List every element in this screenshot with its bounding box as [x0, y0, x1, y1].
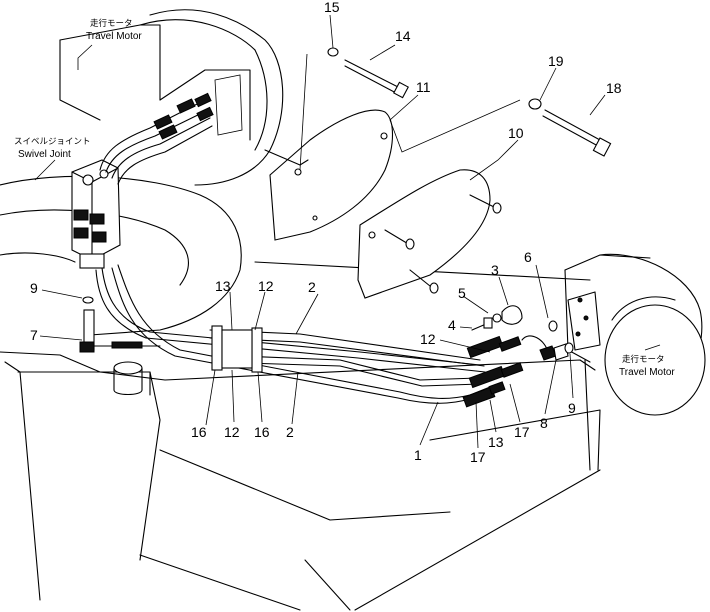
callout-5: 5	[458, 285, 466, 301]
travel-motor-en-label: Travel Motor	[86, 31, 142, 42]
callout-12-bottom: 12	[224, 424, 240, 440]
washer-19	[528, 98, 542, 110]
callout-8: 8	[540, 415, 548, 431]
callout-3: 3	[491, 262, 499, 278]
swivel-joint-jp-label: スイベルジョイント	[14, 136, 91, 146]
upper-travel-motor	[59, 9, 284, 186]
callout-11: 11	[416, 79, 431, 95]
cover-11	[264, 109, 393, 241]
hose-end-fittings	[462, 335, 557, 408]
travel-motor-en-label-lower: Travel Motor	[619, 367, 675, 378]
callout-18: 18	[606, 80, 622, 96]
callout-13-top: 13	[215, 278, 231, 294]
callout-16-left: 16	[191, 424, 207, 440]
callout-6: 6	[524, 249, 532, 265]
callout-9-left: 9	[30, 280, 38, 296]
travel-motor-jp-label-lower: 走行モータ	[622, 354, 665, 364]
callout-10: 10	[508, 125, 524, 141]
callout-17-bottom: 17	[470, 449, 486, 465]
callout-2-top: 2	[308, 279, 316, 295]
washer-5	[492, 313, 502, 323]
callout-9-right: 9	[568, 400, 576, 416]
washer-15	[327, 47, 339, 57]
oring-9-left	[82, 296, 94, 304]
bolt-4	[471, 317, 493, 331]
oring-6	[548, 320, 558, 332]
upper-hoses	[99, 92, 214, 185]
swivel-joint-en-label: Swivel Joint	[18, 149, 71, 160]
callout-13-bottom: 13	[488, 434, 504, 450]
swivel-joint-caption: スイベルジョイント Swivel Joint	[14, 136, 91, 160]
leader-lines	[34, 14, 661, 449]
callout-4: 4	[448, 317, 456, 333]
callout-15: 15	[324, 0, 340, 15]
fitting-7	[79, 309, 161, 396]
callouts: 15 14 11 19 18 10 6 3 5 4 12 9 7 13 12 2…	[30, 0, 622, 465]
callout-1: 1	[414, 447, 422, 463]
callout-16-right: 16	[254, 424, 270, 440]
swivel-joint	[71, 159, 121, 269]
callout-2-bottom: 2	[286, 424, 294, 440]
callout-12-right: 12	[420, 331, 436, 347]
travel-motor-jp-label: 走行モータ	[90, 18, 133, 28]
track-frame	[4, 261, 601, 611]
bolt-18	[542, 109, 612, 157]
clamp-3	[501, 305, 523, 325]
callout-17-right: 17	[514, 424, 530, 440]
travel-motor-caption-lower: 走行モータ Travel Motor	[619, 354, 675, 378]
callout-19: 19	[548, 53, 564, 69]
travel-motor-caption-upper: 走行モータ Travel Motor	[86, 18, 142, 42]
cover-10	[357, 169, 502, 299]
main-hoses	[95, 264, 496, 404]
oring-9-right	[564, 342, 574, 354]
callout-12-top: 12	[258, 278, 274, 294]
callout-7: 7	[30, 327, 38, 343]
callout-14: 14	[395, 28, 411, 44]
bolt-14	[344, 59, 409, 99]
